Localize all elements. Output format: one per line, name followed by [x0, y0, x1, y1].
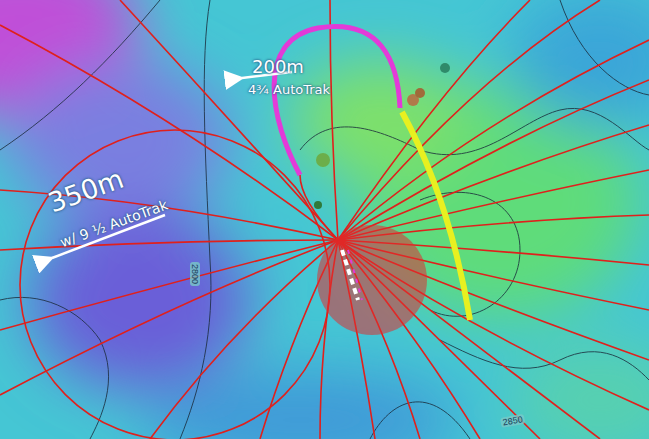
contour-label: 2800	[190, 262, 200, 286]
distance-label: 200m	[250, 56, 306, 77]
tool-label: 4¾ AutoTrak	[246, 82, 332, 97]
